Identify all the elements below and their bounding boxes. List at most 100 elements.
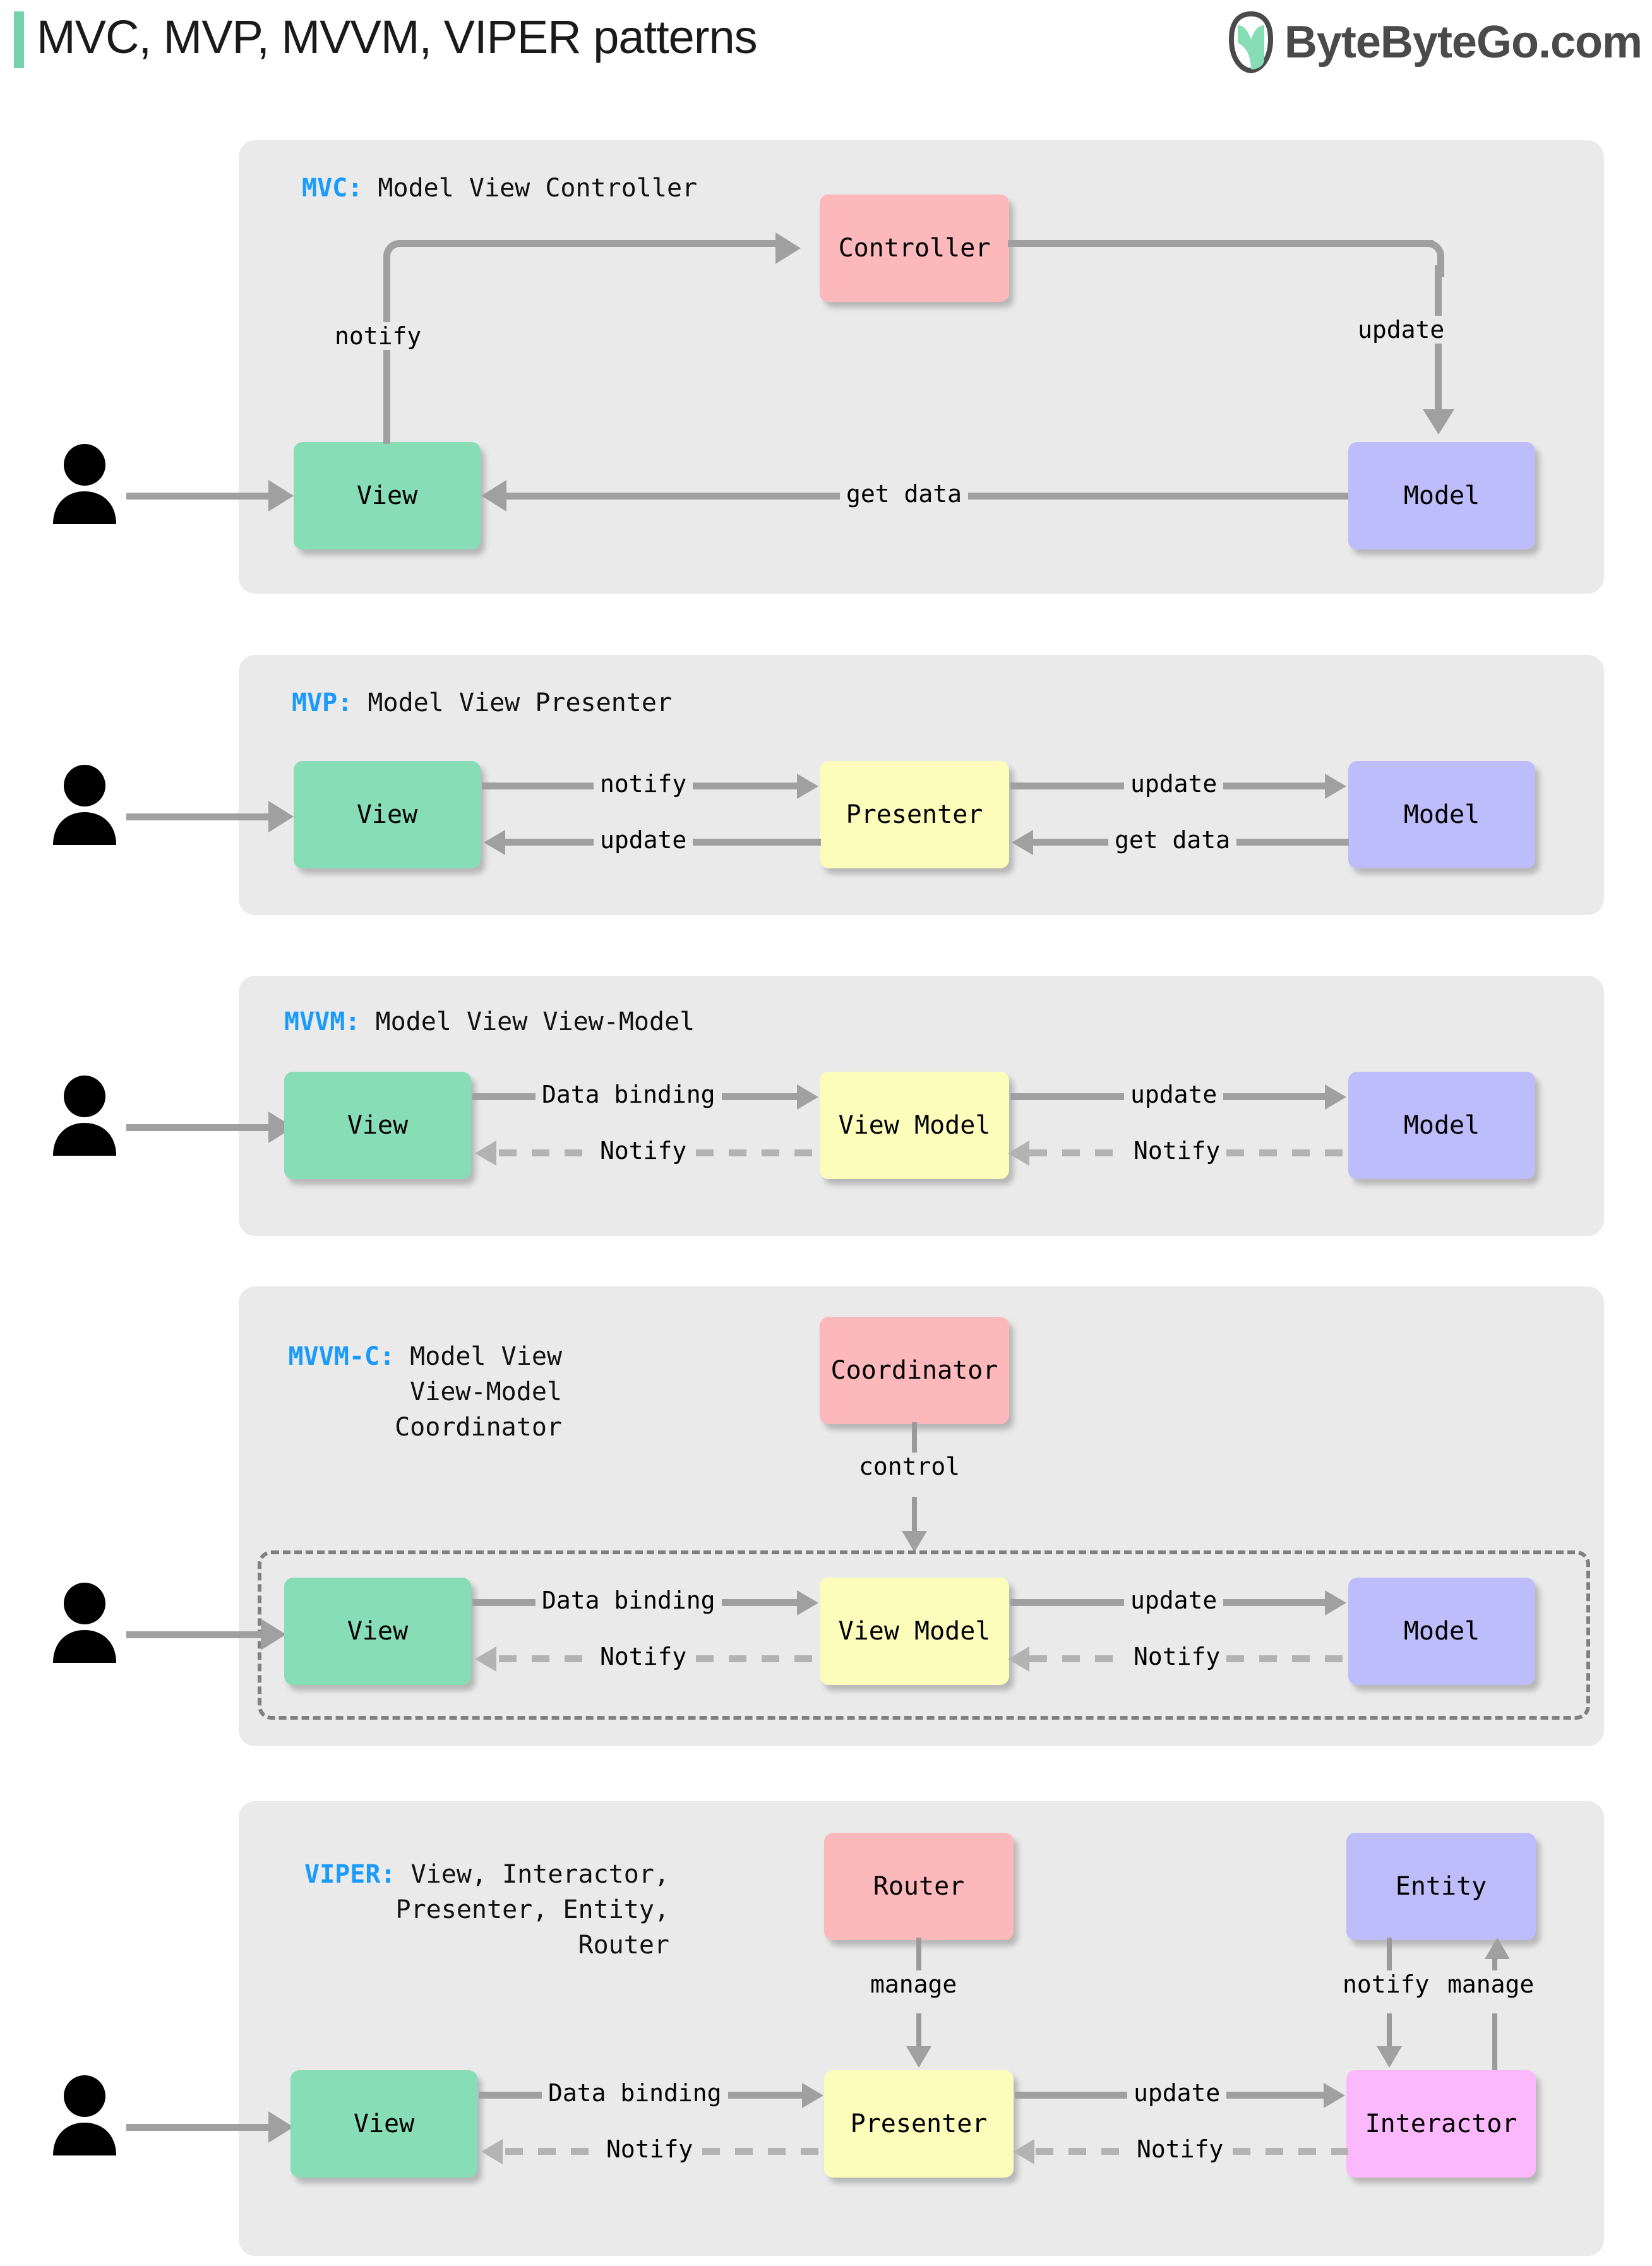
arrowhead-presenter-to-view-mvp [484,830,505,855]
node-view-model-mvvm[interactable]: View Model [820,1072,1009,1179]
node-label: Interactor [1365,2109,1517,2138]
section-title-line2-mvvmc: View-Model [410,1377,562,1406]
edge-label-text: Notify [600,1137,687,1165]
edge-user-to-view-mvvm [126,1124,273,1131]
edge-label-notify-left-mvvmc: Notify [594,1643,693,1670]
section-caption-mvvm: MVVM: Model View View-Model [284,1004,695,1040]
node-label: View [347,1617,409,1646]
actor-user-icon-mvc [53,444,116,524]
node-view-mvvm[interactable]: View [284,1072,471,1179]
edge-label-manage-router-viper: manage [864,1970,964,1998]
node-label: View Model [838,1111,991,1140]
edge-user-to-view-mvvmc [126,1631,265,1638]
bytebytego-leaf-logo-icon [1228,11,1273,73]
edge-label-text: Data binding [542,1586,715,1614]
edge-label-text: update [600,826,687,854]
edge-label-text: update [1130,770,1218,798]
edge-label-update-right-mvp: update [1124,770,1224,798]
arrowhead-presenter-to-interactor-viper [1324,2083,1345,2108]
arrowhead-user-to-view-mvc [268,480,294,512]
node-view-mvp[interactable]: View [294,761,481,868]
node-entity-viper[interactable]: Entity [1346,1833,1536,1940]
node-view-mvc[interactable]: View [294,442,481,549]
edge-user-to-view-mvp [126,813,273,820]
edge-label-text: Notify [600,1643,687,1670]
node-model-mvp[interactable]: Model [1348,761,1535,868]
section-key-mvvmc: MVVM-C: [288,1342,395,1371]
page-title: MVC, MVP, MVVM, VIPER patterns [37,11,758,63]
section-title-line2-viper: Presenter, Entity, [395,1895,669,1924]
node-view-viper[interactable]: View [290,2070,477,2178]
edge-coordinator-to-group-vertical-mvvmc [912,1422,917,1477]
edge-label-text: manage [870,1970,957,1998]
arrowhead-view-to-presenter-viper [802,2083,823,2108]
section-key-mvp: MVP: [292,688,353,717]
edge-label-text: notify [600,770,687,798]
section-key-viper: VIPER: [304,1860,396,1889]
title-accent-bar [14,11,24,68]
edge-label-get-data-mvc: get data [840,480,969,508]
section-title-mvc: Model View Controller [362,174,698,203]
section-caption-mvc: MVC: Model View Controller [302,171,697,206]
edge-label-text: notify [335,322,422,350]
node-coordinator-mvvmc[interactable]: Coordinator [820,1317,1009,1424]
node-label: View [356,800,418,829]
arrowhead-interactor-to-presenter-viper [1013,2139,1034,2164]
actor-user-icon-mvvmc [53,1583,116,1663]
node-interactor-viper[interactable]: Interactor [1346,2070,1536,2178]
edge-label-data-binding-viper: Data binding [542,2079,728,2107]
arrowhead-user-to-view-mvvmc [261,1619,286,1650]
section-title-line1-viper: View, Interactor, [395,1860,669,1889]
edge-label-text: Notify [1134,1137,1221,1165]
section-key-mvc: MVC: [302,174,363,203]
node-label: Entity [1395,1872,1487,1901]
arrowhead-view-to-controller-mvc [775,232,801,264]
edge-view-to-controller-horizontal-mvc [410,240,778,247]
node-label: Presenter [846,800,983,829]
arrowhead-interactor-to-entity-viper [1485,1938,1510,1959]
edge-interactor-to-entity-v2-viper [1492,2013,1497,2088]
node-model-mvvmc[interactable]: Model [1348,1578,1535,1685]
edge-view-to-controller-vertical-mvc [383,264,390,444]
section-key-mvvm: MVVM: [284,1007,361,1036]
brand-text: ByteByteGo.com [1284,17,1643,68]
node-presenter-mvp[interactable]: Presenter [820,761,1009,868]
arrowhead-view-to-viewmodel-mvvm [797,1084,818,1110]
edge-label-control-mvvmc: control [853,1453,967,1480]
arrowhead-controller-to-model-mvc [1423,409,1454,435]
brand-logo-area: ByteByteGo.com [1228,11,1643,73]
edge-label-notify-entity-viper: notify [1336,1970,1436,1998]
edge-label-text: update [1134,2079,1221,2107]
arrowhead-viewmodel-to-model-mvvmc [1325,1590,1346,1616]
edge-label-update-left-mvp: update [594,826,693,854]
edge-label-update-mvvmc: update [1124,1586,1224,1614]
edge-label-notify-right-viper: Notify [1130,2135,1230,2163]
edge-label-text: Notify [606,2135,693,2163]
node-label: View Model [838,1617,991,1646]
arrowhead-presenter-to-model-mvp [1325,774,1346,799]
node-model-mvvm[interactable]: Model [1348,1072,1535,1179]
arrowhead-view-to-presenter-mvp [797,774,818,799]
node-label: Model [1403,481,1480,510]
node-presenter-viper[interactable]: Presenter [824,2070,1014,2178]
edge-label-text: get data [1115,826,1231,854]
arrowhead-model-to-viewmodel-mvvmc [1008,1646,1029,1672]
edge-label-text: update [1358,316,1445,344]
arrowhead-model-to-view-mvc [481,480,506,512]
section-title-mvvm: Model View View-Model [360,1007,695,1036]
edge-label-notify-right-mvvm: Notify [1127,1137,1227,1165]
edge-label-text: Notify [1137,2135,1224,2163]
edge-router-to-presenter-v1-viper [916,1938,921,1991]
edge-coordinator-to-group-vertical2-mvvmc [912,1497,917,1535]
edge-label-text: control [859,1453,961,1480]
edge-label-text: update [1130,1586,1218,1614]
edge-label-text: get data [846,480,962,508]
edge-label-manage-interactor-viper: manage [1441,1970,1541,1998]
node-view-mvvmc[interactable]: View [284,1578,471,1685]
node-router-viper[interactable]: Router [824,1833,1014,1940]
edge-controller-to-model-corner-mvc [1407,240,1444,277]
node-model-mvc[interactable]: Model [1348,442,1535,549]
node-controller-mvc[interactable]: Controller [820,195,1009,302]
node-view-model-mvvmc[interactable]: View Model [820,1578,1009,1685]
